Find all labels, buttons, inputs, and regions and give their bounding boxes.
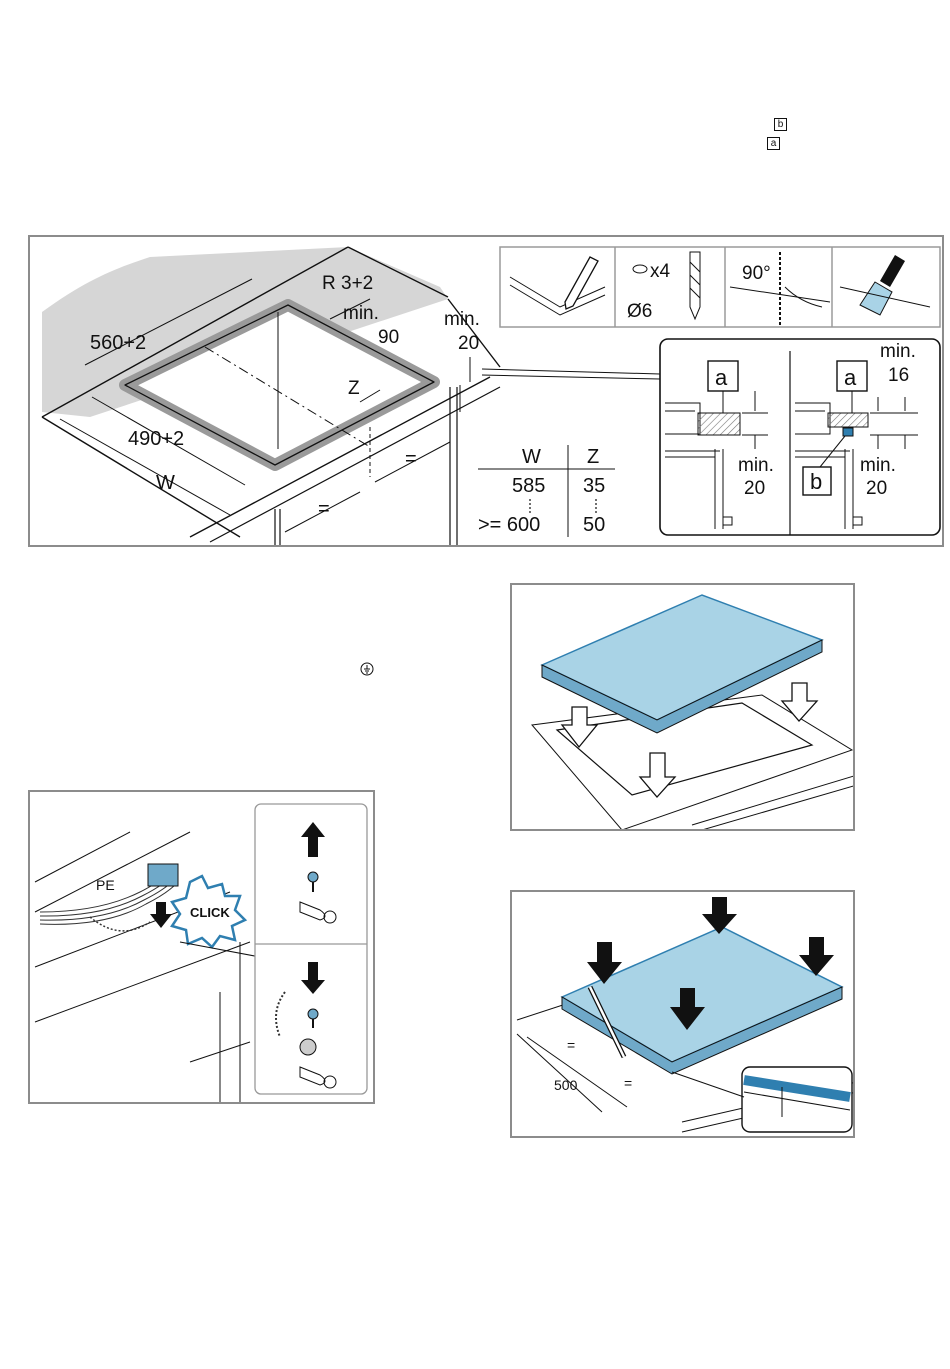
min-front-line1: min.	[343, 303, 379, 324]
detail-right-min-line2: 20	[866, 478, 887, 499]
ground-symbol-icon	[360, 662, 374, 676]
depth-dimension-label: 560+2	[90, 332, 146, 354]
radius-label: R 3+2	[322, 273, 373, 294]
detail-left-min-line2: 20	[744, 478, 765, 499]
detail-right-label-b: b	[810, 469, 822, 494]
tool-drill-label: Ø6	[627, 301, 652, 322]
hob-insertion-figure	[510, 583, 855, 831]
click-label: CLICK	[190, 905, 230, 920]
detail-right-label-a: a	[844, 365, 857, 390]
cutout-dimension-figure: 560+2 R 3+2 min. 90 min. 20 490+2 W Z = …	[28, 235, 944, 547]
label-box-a: a	[767, 137, 780, 150]
tool-strip: x4 Ø6 90°	[500, 247, 940, 327]
fixing-equal-left: =	[567, 1037, 575, 1053]
min-side-line2: 20	[458, 333, 479, 354]
min-front-line2: 90	[378, 327, 399, 348]
w-label: W	[156, 472, 175, 494]
table-cell-w2: >= 600	[478, 514, 540, 536]
detail-left-min-line1: min.	[738, 455, 774, 476]
fixing-equal-right: =	[624, 1075, 632, 1091]
table-cell-w1: 585	[512, 475, 545, 497]
connector-block	[148, 864, 178, 886]
label-box-b: b	[774, 118, 787, 131]
fixing-dimension-500: 500	[554, 1077, 578, 1093]
min-side-line1: min.	[444, 309, 480, 330]
table-header-z: Z	[587, 446, 599, 468]
equal-sign-left: =	[318, 498, 330, 520]
detail-right-top-min-line1: min.	[880, 341, 916, 362]
hob-body	[542, 595, 822, 720]
table-header-w: W	[522, 446, 541, 468]
pe-label: PE	[96, 877, 115, 893]
wiring-figure: PE CLICK	[28, 790, 375, 1104]
detail-panel: a min. 20 a b min. 16 min. 20	[660, 339, 940, 535]
detail-right-top-min-line2: 16	[888, 365, 909, 386]
width-dimension-label: 490+2	[128, 428, 184, 450]
detail-left-label-a: a	[715, 365, 728, 390]
detail-right-min-line1: min.	[860, 455, 896, 476]
tool-angle-label: 90°	[742, 263, 771, 284]
table-cell-z1: 35	[583, 475, 605, 497]
table-cell-z2: 50	[583, 514, 605, 536]
z-label: Z	[348, 378, 360, 399]
tool-count-label: x4	[650, 261, 671, 282]
equal-sign-right: =	[405, 448, 417, 470]
hob-fixing-figure: = = 500	[510, 890, 855, 1138]
